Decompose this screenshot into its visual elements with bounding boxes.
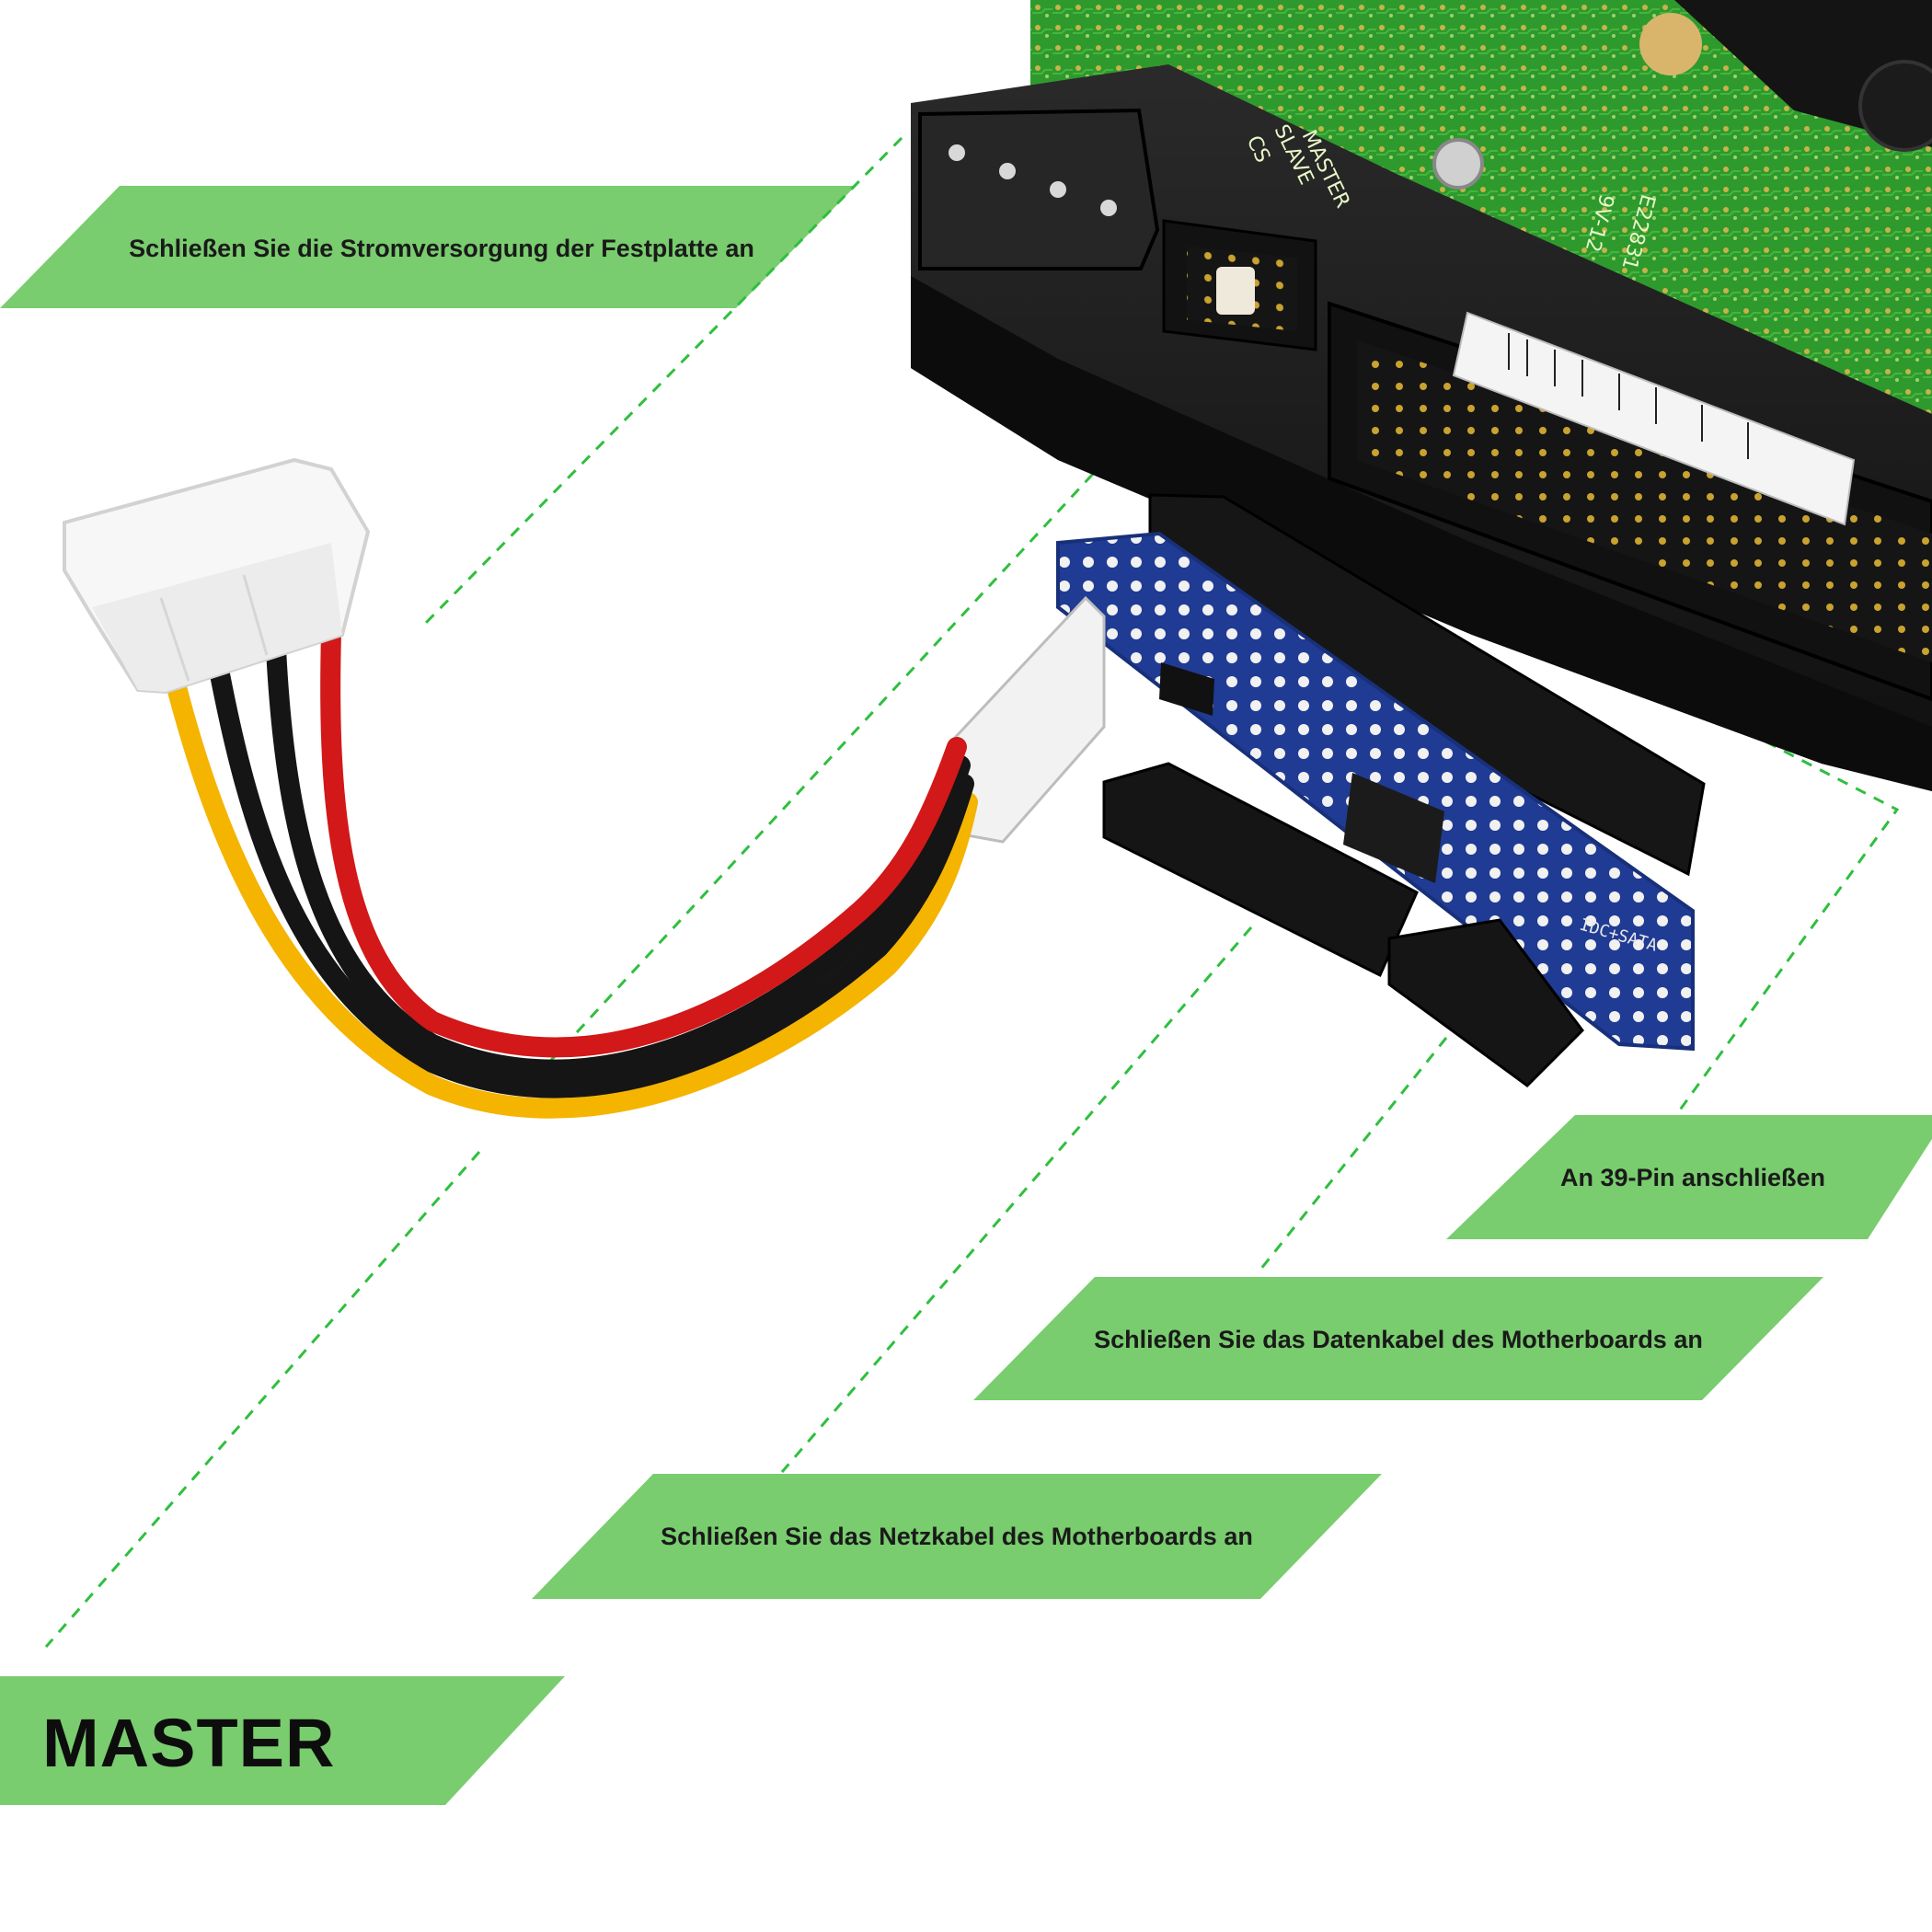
callout-data-cable: Schließen Sie das Datenkabel des Motherb… bbox=[1021, 1314, 1776, 1365]
adapter-chip bbox=[1343, 773, 1444, 883]
master-label: MASTER bbox=[42, 1704, 336, 1781]
callout-power-hdd: Schließen Sie die Stromversorgung der Fe… bbox=[92, 223, 791, 274]
banner-shape-power-hdd bbox=[0, 186, 856, 308]
hdd-molex-pins bbox=[949, 144, 1117, 216]
hard-drive bbox=[911, 0, 1932, 791]
callout-power-hdd-text: Schließen Sie die Stromversorgung der Fe… bbox=[129, 234, 754, 262]
banner-shape-power-cable bbox=[532, 1474, 1382, 1599]
banner-shape-master bbox=[0, 1676, 565, 1805]
ide-sata-adapter: IDC+SATA bbox=[950, 493, 1706, 1087]
hdd-molex-socket bbox=[918, 108, 1160, 270]
adapter-regulator bbox=[1159, 662, 1214, 716]
wire-black-2 bbox=[266, 638, 971, 1080]
wire-red bbox=[320, 623, 967, 1058]
molex-cable bbox=[160, 623, 978, 1119]
callout-power-cable: Schließen Sie das Netzkabel des Motherbo… bbox=[580, 1511, 1334, 1562]
hdd-label-sticker bbox=[1452, 311, 1856, 526]
banner-shape-data-cable bbox=[973, 1277, 1823, 1400]
hdd-body-lower bbox=[911, 276, 1932, 791]
banner-shape-pin39 bbox=[1446, 1115, 1932, 1239]
wire-yellow-2 bbox=[160, 652, 978, 1119]
callout-pin39: An 39-Pin anschließen bbox=[1518, 1150, 1868, 1205]
wire-black-1 bbox=[206, 645, 974, 1098]
jumper-cap bbox=[1216, 267, 1255, 315]
callout-data-cable-text: Schließen Sie das Datenkabel des Motherb… bbox=[1094, 1325, 1703, 1353]
adapter-sata-data bbox=[1387, 918, 1584, 1087]
callout-master: MASTER bbox=[0, 1698, 515, 1787]
callout-pin39-text: An 39-Pin anschließen bbox=[1559, 1163, 1826, 1191]
cable-molex-plug bbox=[63, 457, 371, 695]
adapter-sata-power bbox=[1102, 762, 1419, 978]
callout-power-cable-text: Schließen Sie das Netzkabel des Motherbo… bbox=[661, 1522, 1253, 1550]
